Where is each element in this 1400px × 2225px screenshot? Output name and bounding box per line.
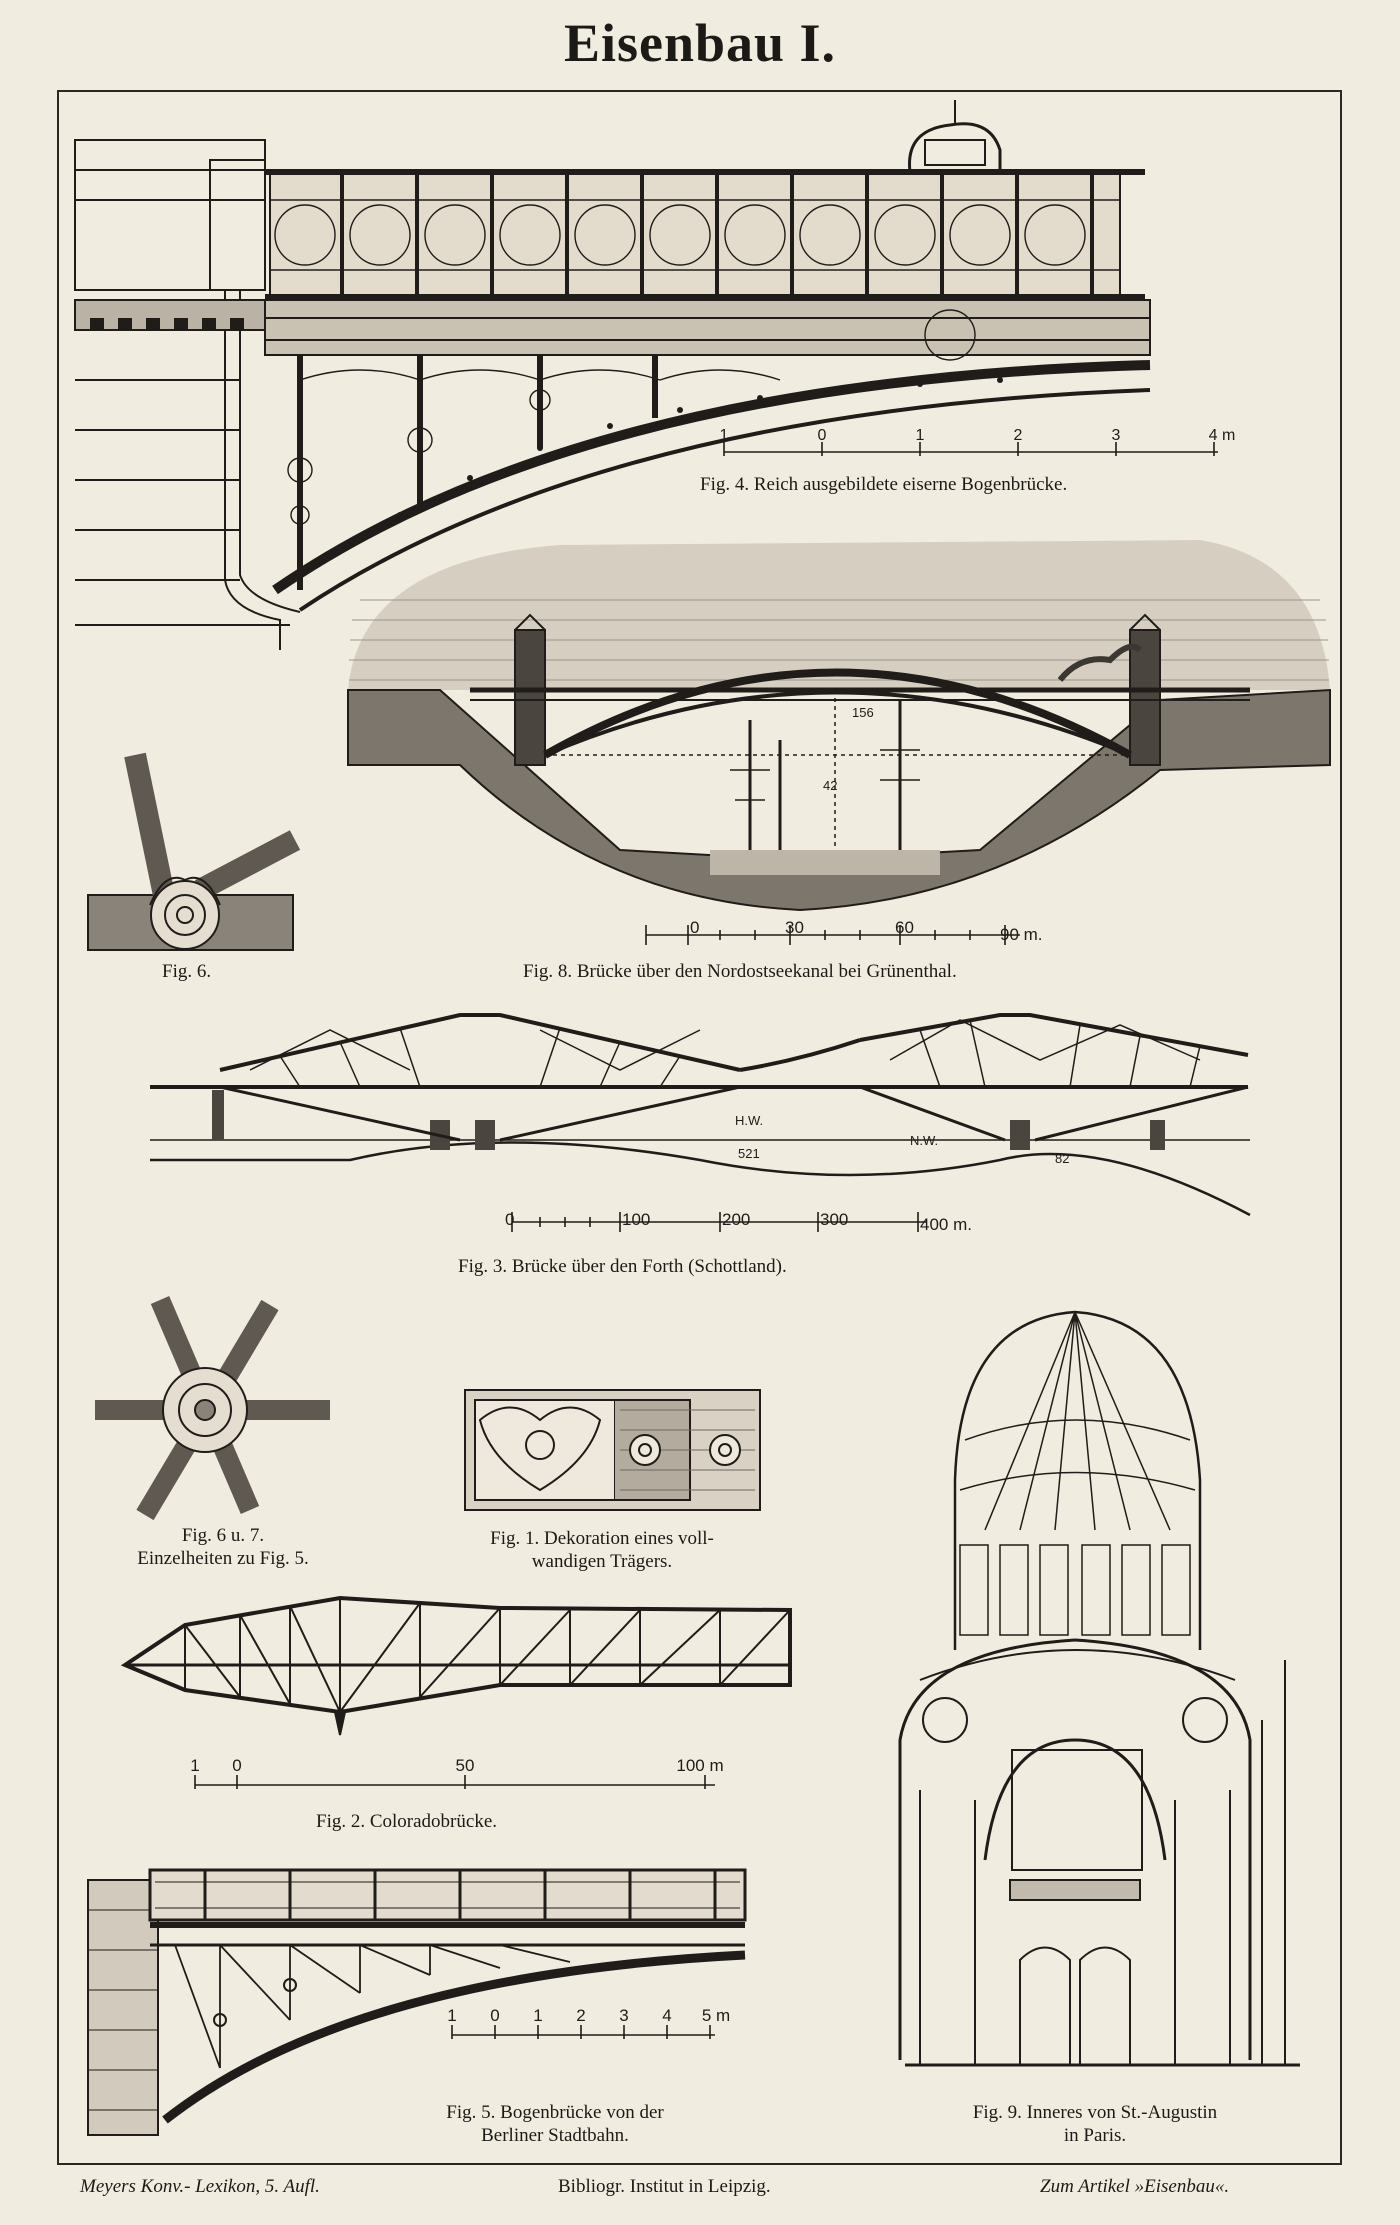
fig3-scale-label-4: 400 m. xyxy=(920,1215,972,1234)
footer-right: Zum Artikel »Eisenbau«. xyxy=(1040,2176,1230,2197)
fig8-scale-label-3: 90 m. xyxy=(1000,925,1043,944)
fig3-caption: Fig. 3. Brücke über den Forth (Schottlan… xyxy=(458,1256,787,1277)
fig5-scale-label-0: 1 xyxy=(447,2006,456,2025)
fig5-scale-label-4: 3 xyxy=(619,2006,628,2025)
fig3-forth-bridge xyxy=(150,1013,1251,1217)
fig3-mark-depth: 82 xyxy=(1055,1151,1069,1166)
fig4-scale-label-5: 4 m xyxy=(1209,427,1236,444)
fig8-canal-bridge xyxy=(347,540,1331,912)
fig4-caption: Fig. 4. Reich ausgebildete eiserne Bogen… xyxy=(700,474,1068,495)
fig2-scale-bar xyxy=(194,1775,715,1789)
fig5-caption-line1: Fig. 5. Bogenbrücke von der xyxy=(446,2102,664,2123)
fig3-mark-nw: N.W. xyxy=(910,1133,938,1148)
fig5-scale-label-1: 0 xyxy=(490,2006,499,2025)
fig8-scale-bar xyxy=(645,925,1020,945)
fig6-joint-detail xyxy=(87,752,301,951)
fig5-stadtbahn-arch-bridge xyxy=(87,1868,747,2136)
fig1-caption: Fig. 1. Dekoration eines voll- wandigen … xyxy=(432,1527,772,1573)
fig5-scale-label-3: 2 xyxy=(576,2006,585,2025)
fig1-caption-line2: wandigen Trägers. xyxy=(531,1551,673,1572)
fig2-scale-label-3: 100 m xyxy=(676,1756,723,1775)
fig8-dim-height: 42 xyxy=(823,778,837,793)
fig3-scale-label-3: 300 xyxy=(820,1210,848,1229)
plate-frame xyxy=(57,90,1342,2165)
fig5-scale-label-5: 4 xyxy=(662,2006,671,2025)
fig2-colorado-bridge xyxy=(120,1595,792,1736)
plate-title: Eisenbau I. xyxy=(563,13,837,73)
fig3-scale-bar xyxy=(511,1212,926,1232)
fig4-scale-label-3: 2 xyxy=(1014,427,1023,444)
fig3-scale-label-0: 0 xyxy=(505,1210,514,1229)
footer-left: Meyers Konv.- Lexikon, 5. Aufl. xyxy=(80,2176,320,2197)
fig5-scale-label-2: 1 xyxy=(533,2006,542,2025)
fig67-star-detail xyxy=(95,1296,330,1521)
fig9-caption-line1: Fig. 9. Inneres von St.-Augustin xyxy=(972,2102,1218,2123)
fig67-caption-line2: Einzelheiten zu Fig. 5. xyxy=(137,1548,309,1569)
fig2-caption: Fig. 2. Coloradobrücke. xyxy=(316,1811,498,1832)
fig3-mark-hw: H.W. xyxy=(735,1113,763,1128)
fig8-scale-label-0: 0 xyxy=(690,918,699,937)
fig1-caption-line1: Fig. 1. Dekoration eines voll- xyxy=(490,1528,714,1549)
fig5-caption: Fig. 5. Bogenbrücke von der Berliner Sta… xyxy=(380,2101,730,2147)
fig5-scale-label-6: 5 m xyxy=(702,2006,730,2025)
fig4-scale-label-1: 0 xyxy=(818,427,827,444)
fig2-scale-label-1: 0 xyxy=(232,1756,241,1775)
fig8-caption: Fig. 8. Brücke über den Nordostseekanal … xyxy=(523,961,957,982)
fig5-scale-bar xyxy=(451,2025,715,2039)
footer-center: Bibliogr. Institut in Leipzig. xyxy=(558,2176,771,2197)
fig2-scale-label-0: 1 xyxy=(190,1756,199,1775)
fig1-girder-decoration xyxy=(464,1389,761,1511)
fig2-scale-label-2: 50 xyxy=(456,1756,475,1775)
fig8-scale-label-2: 60 xyxy=(895,918,914,937)
fig9-caption-line2: in Paris. xyxy=(1063,2125,1127,2146)
fig8-dim-span: 156 xyxy=(852,705,874,720)
fig4-ornate-arch-bridge xyxy=(74,100,1151,650)
fig3-mark-span: 521 xyxy=(738,1146,760,1161)
fig5-caption-line2: Berliner Stadtbahn. xyxy=(481,2125,629,2146)
fig67-caption-line1: Fig. 6 u. 7. xyxy=(181,1525,265,1546)
fig3-scale-label-2: 200 xyxy=(722,1210,750,1229)
fig3-scale-label-1: 100 xyxy=(622,1210,650,1229)
fig4-scale-bar xyxy=(723,442,1218,456)
fig8-scale-label-1: 30 xyxy=(785,918,804,937)
fig6-caption: Fig. 6. xyxy=(162,961,212,982)
fig67-caption: Fig. 6 u. 7. Einzelheiten zu Fig. 5. xyxy=(118,1524,328,1570)
fig4-scale-label-0: 1 xyxy=(720,427,729,444)
fig9-saint-augustin-interior xyxy=(898,1310,1300,2067)
fig9-caption: Fig. 9. Inneres von St.-Augustin in Pari… xyxy=(905,2101,1285,2147)
fig4-scale-label-2: 1 xyxy=(916,427,925,444)
fig4-scale-label-4: 3 xyxy=(1112,427,1121,444)
